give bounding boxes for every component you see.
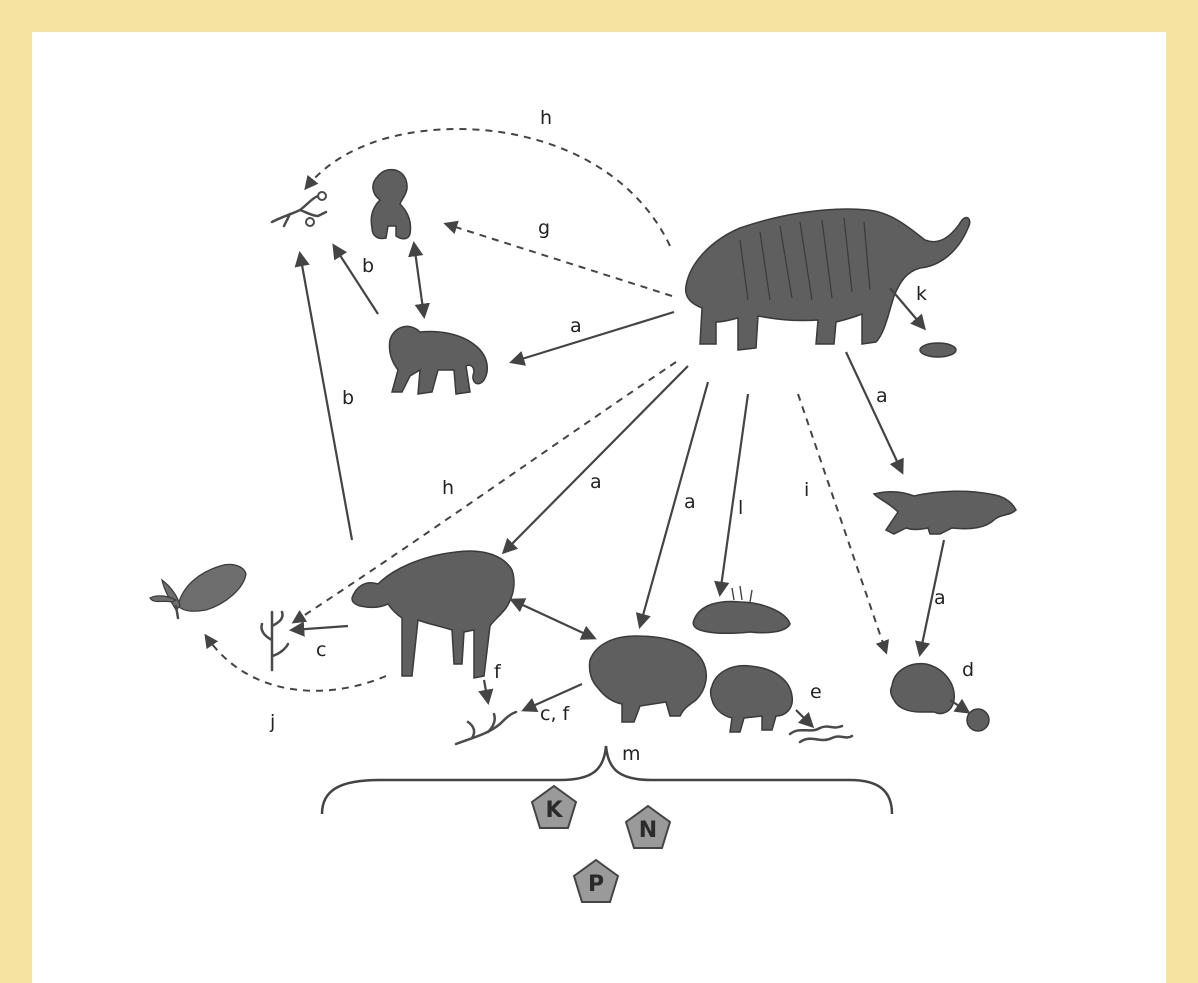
small-carnivore-illustration [874,491,1016,534]
label-i: i [804,479,809,501]
label-h-mid: h [442,477,454,499]
rodent-illustration [891,664,989,731]
label-b-left: b [342,387,354,409]
sitting-monkey-illustration [371,170,410,239]
walking-monkey-illustration [389,326,487,394]
label-a-lower-right: a [934,587,946,609]
label-a-monkey: a [570,315,582,337]
label-c: c [316,639,326,661]
seedling-illustration [150,564,246,618]
carcass-illustration [693,586,790,633]
nutrient-n: N [626,806,670,848]
label-c-f: c, f [540,703,571,725]
jaguar-illustration [686,209,970,350]
label-a-right: a [876,385,888,407]
soil-brace [322,746,892,814]
label-d: d [962,659,974,681]
label-k: k [916,283,927,305]
egg-illustration [920,343,956,357]
nutrient-p-label: P [588,872,604,897]
label-l: l [738,497,743,519]
label-b-monkey: b [362,255,374,277]
dung-beetles-illustration [790,726,852,742]
sapling-illustration [261,612,288,670]
label-g: g [538,217,550,239]
label-e: e [810,681,822,703]
nutrient-k: K [532,786,576,828]
label-a-peccary: a [684,491,696,513]
fallen-twig-illustration [456,712,516,744]
nutrient-n-label: N [639,818,657,843]
label-m: m [622,743,641,765]
nutrient-k-label: K [545,798,563,823]
label-h-top: h [540,107,552,129]
label-j: j [269,711,275,733]
peccary-illustration [589,636,706,722]
nutrient-p: P [574,860,618,902]
young-peccary-illustration [711,666,793,732]
label-f: f [494,661,502,683]
deer-illustration [352,551,514,678]
label-a-deer: a [590,471,602,493]
fruit-twig-illustration [272,192,326,226]
